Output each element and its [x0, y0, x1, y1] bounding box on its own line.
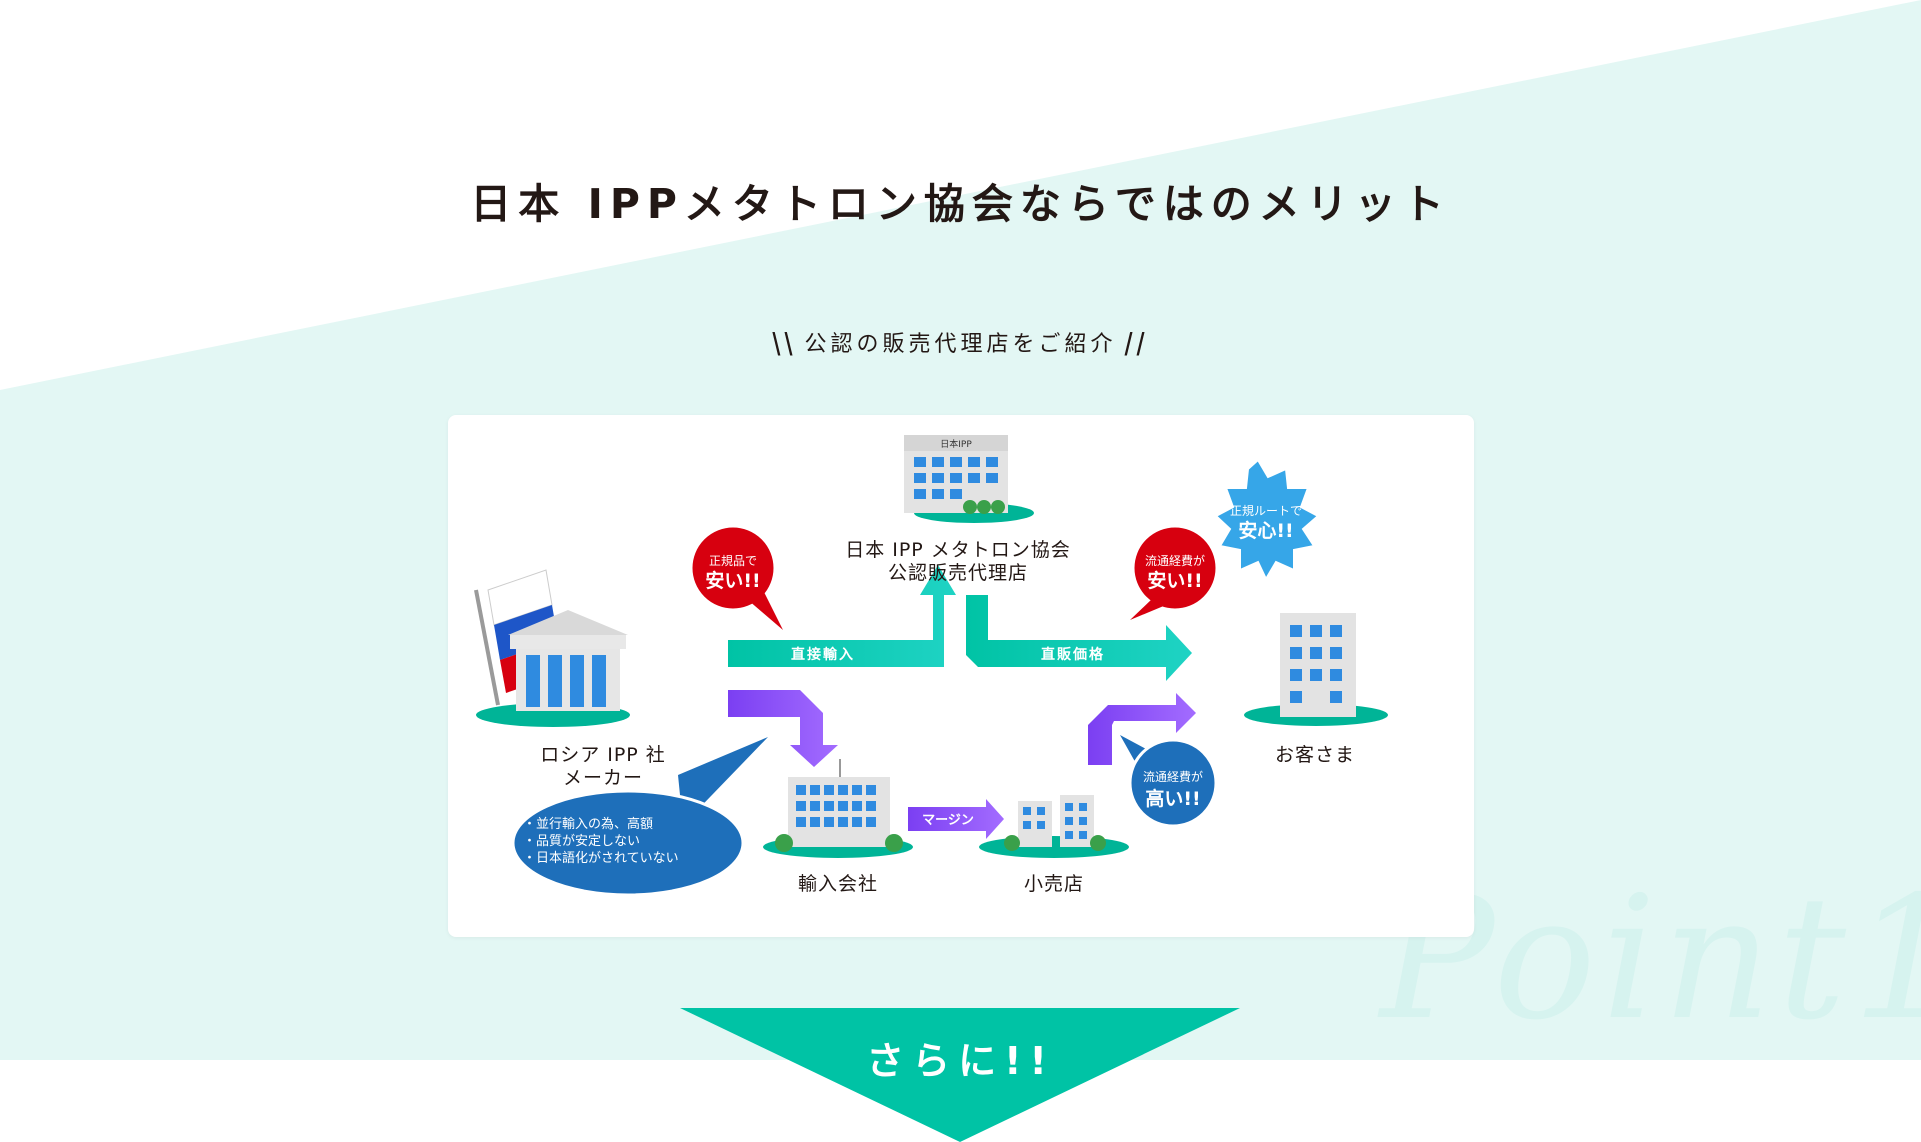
more-label: さらに!! [866, 1039, 1055, 1083]
distribution-diagram: 日本IPP [474, 435, 1388, 897]
retail-route-arrow [1088, 693, 1196, 765]
importer-building-icon [763, 759, 913, 858]
genuine-cheap-bubble: 正規品で 安い!! [689, 524, 783, 630]
agency-building-icon: 日本IPP [904, 435, 1034, 523]
issue-item: ・日本語化がされていない [523, 851, 679, 866]
customer-building-icon [1244, 613, 1388, 726]
margin-arrow: マージン [908, 799, 1004, 839]
section-subtitle: \\ 公認の販売代理店をご紹介 // [0, 326, 1921, 361]
retailer-building-icon [979, 795, 1129, 858]
svg-text:安い!!: 安い!! [1147, 569, 1202, 592]
maker-label-line1: ロシア IPP 社 [540, 744, 666, 766]
subtitle-text: 公認の販売代理店をご紹介 [804, 332, 1117, 357]
left-accent-icon: \\ [772, 328, 797, 361]
right-accent-icon: // [1124, 328, 1149, 361]
maker-building-icon [474, 569, 630, 727]
import-route-arrow [728, 690, 838, 767]
svg-text:安い!!: 安い!! [705, 569, 760, 592]
retailer-label: 小売店 [1023, 873, 1084, 895]
maker-label: ロシア IPP 社 メーカー [498, 744, 708, 790]
direct-price-arrow: 直販価格 [966, 595, 1192, 681]
margin-label: マージン [922, 813, 974, 828]
svg-text:正規品で: 正規品で [709, 553, 757, 568]
svg-text:流通経費が: 流通経費が [1145, 553, 1205, 568]
svg-text:安心!!: 安心!! [1238, 519, 1293, 542]
agency-label-line1: 日本 IPP メタトロン協会 [845, 539, 1071, 561]
page-title: 日本 IPPメタトロン協会ならではのメリット [470, 180, 1451, 228]
svg-text:正規ルートで: 正規ルートで [1230, 503, 1302, 518]
agency-sign: 日本IPP [940, 438, 972, 450]
agency-label-line2: 公認販売代理店 [887, 562, 1028, 584]
maker-label-line2: メーカー [562, 767, 643, 789]
svg-text:流通経費が: 流通経費が [1143, 769, 1203, 784]
distribution-high-bubble: 流通経費が 高い!! [1120, 735, 1218, 828]
safe-route-burst: 正規ルートで 安心!! [1214, 458, 1320, 582]
issue-item: ・並行輸入の為、高額 [523, 817, 654, 832]
distribution-cheap-bubble: 流通経費が 安い!! [1130, 524, 1219, 620]
issues-bubble [511, 737, 768, 897]
direct-import-arrow: 直接輸入 [728, 565, 956, 667]
customer-label: お客さま [1274, 744, 1355, 766]
issues-list: ・並行輸入の為、高額 ・品質が安定しない ・日本語化がされていない [523, 816, 679, 867]
direct-import-label: 直接輸入 [791, 646, 855, 663]
direct-price-label: 直販価格 [1041, 646, 1105, 663]
continue-arrow [680, 1008, 1240, 1142]
importer-label: 輸入会社 [797, 873, 878, 895]
svg-text:高い!!: 高い!! [1145, 787, 1200, 810]
agency-label: 日本 IPP メタトロン協会 公認販売代理店 [808, 539, 1108, 585]
issue-item: ・品質が安定しない [523, 834, 641, 849]
